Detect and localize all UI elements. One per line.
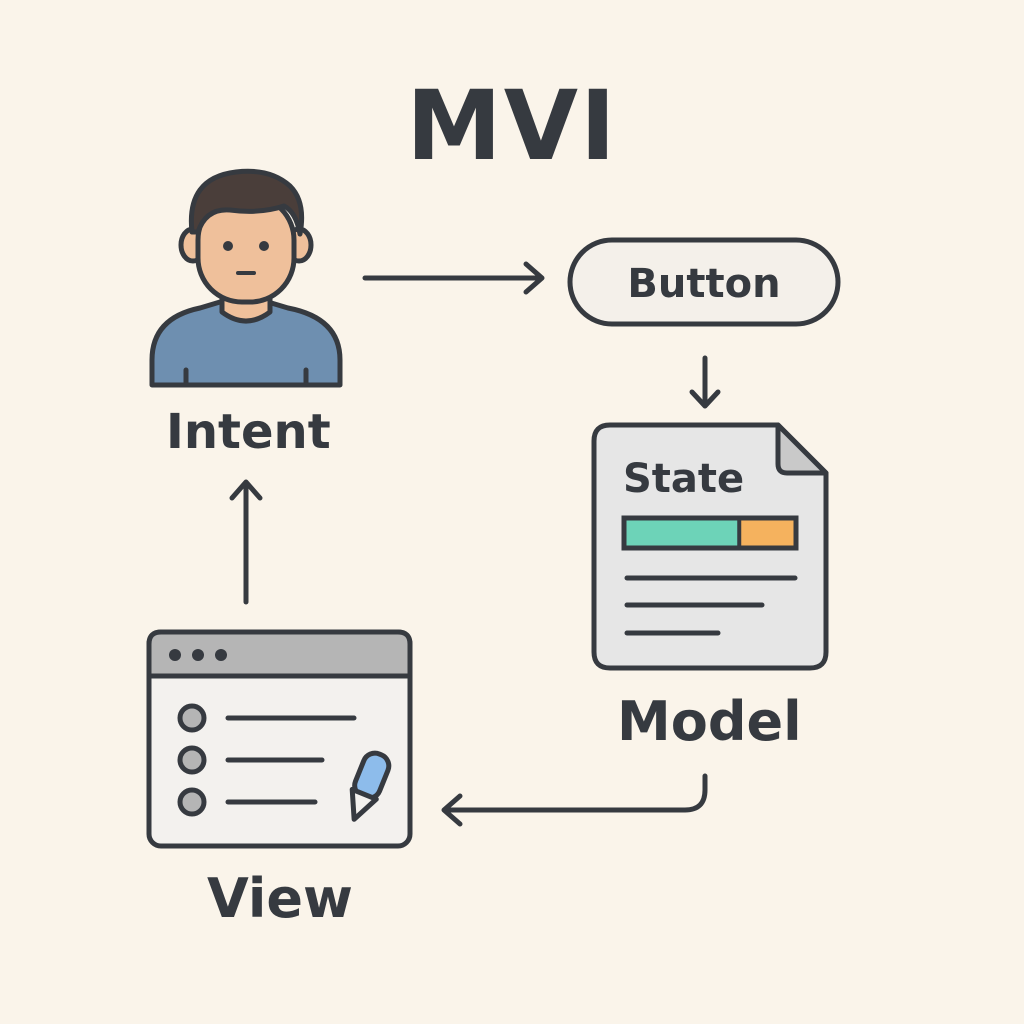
arrow-button-to-model <box>689 355 721 409</box>
model-label: Model <box>617 690 802 753</box>
button-element: Button <box>567 237 841 327</box>
diagram-title: MVI <box>406 70 618 182</box>
pencil-icon <box>349 750 392 822</box>
window-dot-icon <box>192 649 204 661</box>
arrow-model-to-view <box>441 773 708 827</box>
window-dot-icon <box>215 649 227 661</box>
user-icon <box>149 168 343 388</box>
state-label: State <box>623 456 744 502</box>
browser-window-icon <box>146 629 413 849</box>
list-bullet-icon <box>177 703 207 733</box>
list-bullet-icon <box>177 745 207 775</box>
arrow-view-to-intent <box>229 479 263 605</box>
list-bullet-icon <box>177 787 207 817</box>
button-label: Button <box>627 261 780 307</box>
state-progress-bar <box>621 515 799 551</box>
arrow-intent-to-button <box>362 261 545 295</box>
intent-label: Intent <box>166 404 331 460</box>
view-label: View <box>207 867 353 930</box>
window-dot-icon <box>169 649 181 661</box>
document-icon: State <box>591 422 829 671</box>
